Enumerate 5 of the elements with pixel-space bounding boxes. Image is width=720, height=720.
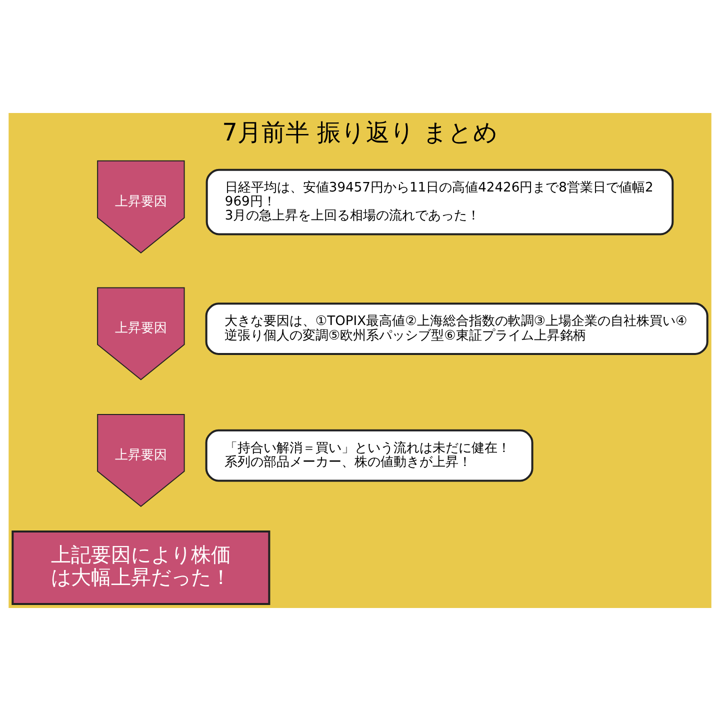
node-box: 「持合い解消＝買い」という流れは未だに健在！ 系列の部品メーカー、株の値動きが上昇！ bbox=[205, 428, 534, 482]
node-box: 上記要因により株価は大幅上昇だった！ bbox=[12, 530, 270, 604]
node-box: 日経平均は、安値39457円から11日の高値42426円まで8営業日で値幅2969円！ 3月の急上昇を上回る相場の流れであった！ bbox=[206, 168, 674, 235]
node-box: 大きな要因は、①TOPIX最高値②上海総合指数の軟調③上場企業の自社株買い④逆張り個人の変調⑤欧州系パッシブ型⑥東証プライム上昇銘柄 bbox=[205, 302, 708, 354]
diagram-title: 7月前半 振り返り まとめ bbox=[222, 118, 498, 146]
